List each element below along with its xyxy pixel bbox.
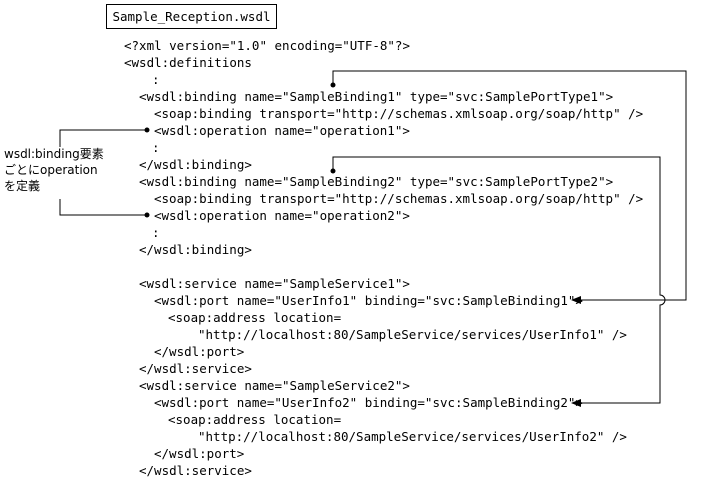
- code-line: <soap:binding transport="http://schemas.…: [154, 191, 644, 206]
- connector-dot: [330, 82, 336, 88]
- code-line: </wsdl:service>: [139, 361, 252, 376]
- code-line: "http://localhost:80/SampleService/servi…: [198, 429, 627, 444]
- code-line: <?xml version="1.0" encoding="UTF-8"?>: [124, 38, 410, 53]
- annotation-line: を定義: [4, 179, 41, 193]
- code-line: :: [152, 140, 160, 155]
- code-line: <wsdl:service name="SampleService1">: [139, 276, 410, 291]
- code-line: </wsdl:binding>: [139, 242, 252, 257]
- code-line: <wsdl:operation name="operation1">: [154, 123, 410, 138]
- code-line: <wsdl:binding name="SampleBinding1" type…: [139, 89, 614, 104]
- annotation-note: wsdl:binding要素 ごとにoperation を定義: [4, 146, 122, 194]
- code-line: "http://localhost:80/SampleService/servi…: [198, 327, 627, 342]
- connector-dot: [330, 168, 336, 174]
- code-line: <wsdl:port name="UserInfo2" binding="svc…: [154, 395, 583, 410]
- code-line: <soap:address location=: [168, 412, 342, 427]
- binding1-arrow: [332, 70, 687, 304]
- code-line: :: [152, 225, 160, 240]
- code-line: :: [152, 72, 160, 87]
- annotation-connector: [59, 129, 147, 147]
- file-title: Sample_Reception.wsdl: [112, 9, 271, 24]
- file-title-box: Sample_Reception.wsdl: [106, 4, 277, 29]
- code-line: <wsdl:binding name="SampleBinding2" type…: [139, 174, 614, 189]
- annotation-line: ごとにoperation: [4, 163, 98, 177]
- code-line: <wsdl:port name="UserInfo1" binding="svc…: [154, 293, 583, 308]
- annotation-connector: [59, 199, 147, 216]
- annotation-line: wsdl:binding要素: [4, 147, 104, 161]
- code-line: <wsdl:operation name="operation2">: [154, 208, 410, 223]
- code-line: <wsdl:definitions: [124, 55, 252, 70]
- connector-dot: [144, 127, 150, 133]
- code-line: </wsdl:binding>: [139, 157, 252, 172]
- code-line: <soap:address location=: [168, 310, 342, 325]
- binding2-arrow: [332, 156, 666, 407]
- code-line: </wsdl:service>: [139, 463, 252, 478]
- code-line: </wsdl:port>: [154, 344, 245, 359]
- code-line: <soap:binding transport="http://schemas.…: [154, 106, 644, 121]
- connector-dot: [144, 212, 150, 218]
- code-line: </wsdl:port>: [154, 446, 245, 461]
- code-line: <wsdl:service name="SampleService2">: [139, 378, 410, 393]
